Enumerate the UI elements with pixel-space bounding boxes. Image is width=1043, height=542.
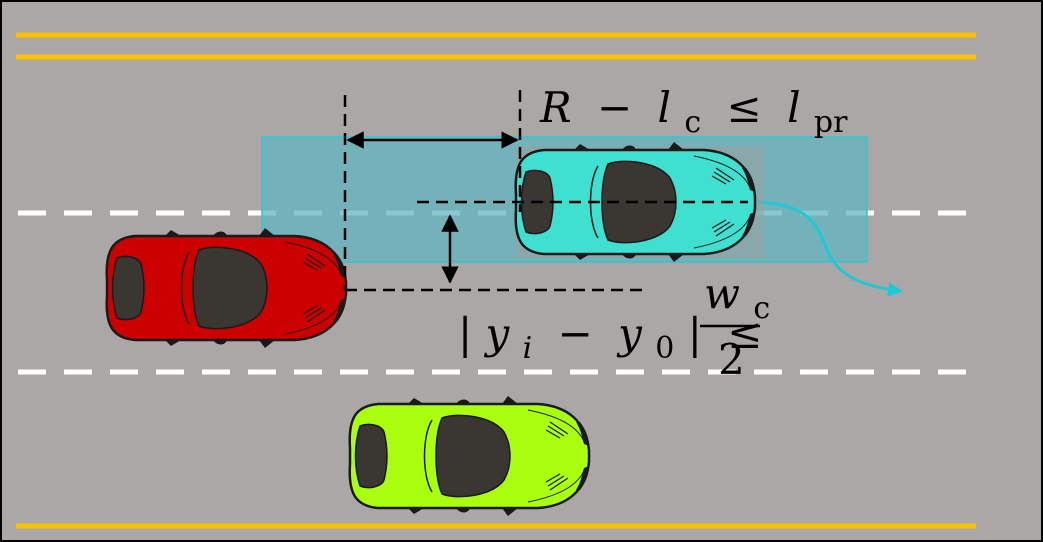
formula-lateral: | y i − y 0 | ≤ [458, 309, 762, 368]
sym-leq: ≤ [727, 83, 762, 132]
sym-R: R [539, 83, 572, 132]
sym-minus: − [597, 83, 632, 132]
sub-pr: pr [814, 105, 848, 140]
ego-car [105, 226, 348, 350]
trajectory-arrow [749, 200, 903, 297]
sym-leq: ≤ [727, 309, 762, 358]
fraction-numerator: w c [704, 269, 770, 326]
formula-longitudinal: R − l c ≤ l pr [539, 83, 848, 142]
bar-open: | [458, 309, 472, 358]
adjacent-car [348, 394, 591, 518]
sym-minus: − [558, 309, 593, 358]
bar-close: | [688, 309, 702, 358]
sub-i: i [523, 331, 533, 366]
sym-l2: l [787, 83, 800, 132]
sub-zero: 0 [655, 331, 674, 366]
sym-y0: y [616, 309, 643, 358]
fraction-denominator: 2 [718, 335, 745, 384]
sym-l: l [658, 83, 671, 132]
sym-w: w [704, 269, 740, 318]
sub-c: c [753, 291, 770, 326]
sub-c: c [684, 105, 701, 140]
sym-y: y [484, 309, 511, 358]
